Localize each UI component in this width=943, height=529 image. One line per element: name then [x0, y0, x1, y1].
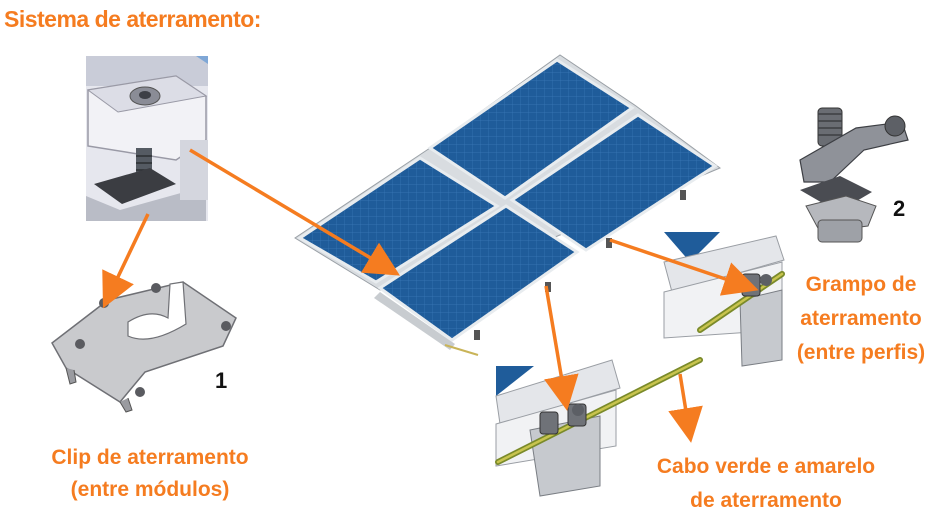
solar-panel [297, 156, 500, 284]
cable-label: Cabo verde e amarelo de aterramento [636, 450, 896, 518]
diagram-title: Sistema de aterramento: [4, 6, 261, 32]
clip-number: 1 [215, 368, 228, 393]
arrow-to-array [189, 148, 401, 276]
clamp-label: Grampo de aterramento (entre perfis) [786, 268, 936, 370]
clamp-closeup-image [86, 56, 208, 221]
rail-closeup-right-image [663, 232, 785, 367]
cable-label-line1: Cabo verde e amarelo [656, 455, 876, 478]
clip-label-line2: (entre módulos) [70, 478, 230, 501]
clip-label-line1: Clip de aterramento [51, 446, 249, 469]
clamp-label-line3: (entre perfis) [796, 341, 926, 364]
arrow-to-rail-bottom [544, 285, 579, 411]
clip-label: Clip de aterramento (entre módulos) [30, 442, 270, 506]
solar-panel [509, 113, 718, 252]
solar-panel [427, 58, 635, 200]
arrow-to-clip [102, 213, 150, 309]
clamp-label-line2: aterramento [800, 307, 922, 330]
grounding-clip-image [51, 281, 237, 413]
arrow-to-rail-right [609, 238, 759, 296]
solar-panel [377, 204, 580, 342]
callout-arrows [102, 148, 759, 443]
cable-label-line2: de aterramento [690, 489, 842, 512]
grounding-clamp-image [799, 107, 909, 243]
solar-array-image [294, 54, 722, 356]
clamp-label-line1: Grampo de [805, 273, 917, 296]
arrow-to-cable [668, 373, 703, 443]
rail-closeup-bottom-image [495, 357, 703, 497]
clamp-number: 2 [893, 196, 906, 221]
